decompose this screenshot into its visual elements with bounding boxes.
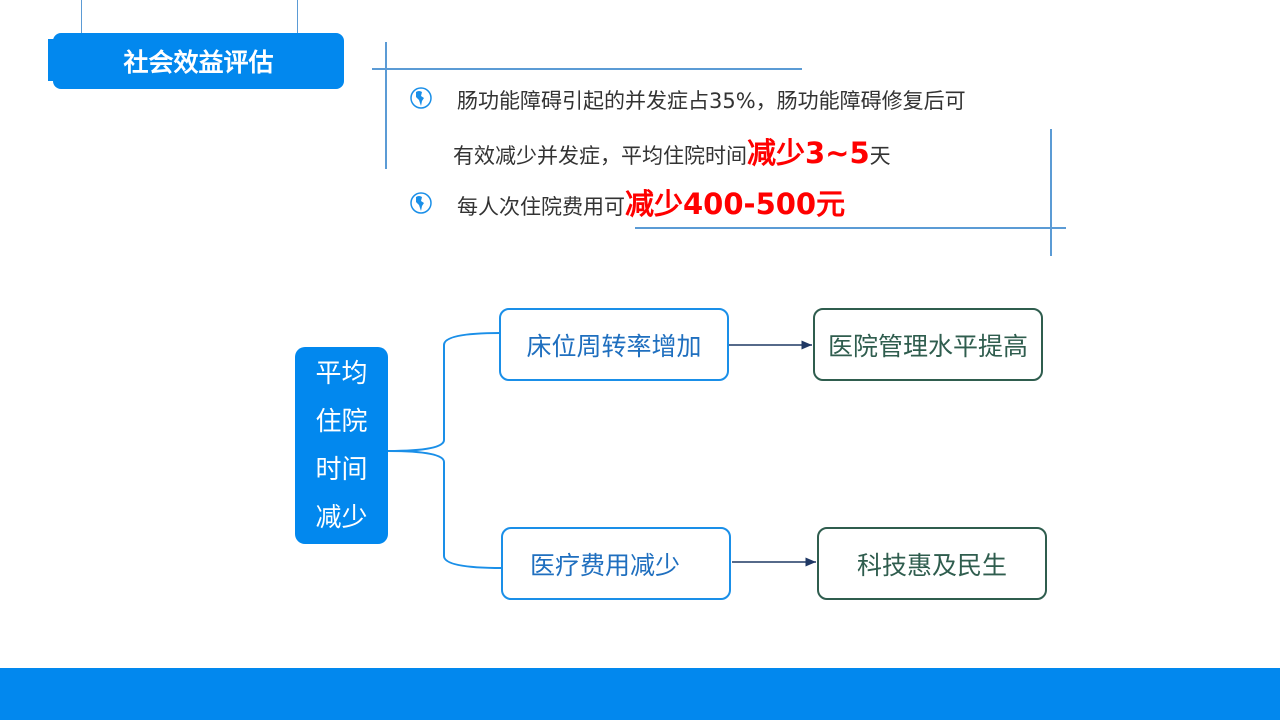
branch-connector bbox=[387, 450, 503, 569]
branch-node: 医疗费用减少 bbox=[501, 527, 731, 600]
title-tab bbox=[48, 39, 56, 81]
footer-bar bbox=[0, 668, 1280, 720]
root-text: 平均 bbox=[315, 358, 368, 389]
root-node: 平均 住院 时间 减少 bbox=[295, 347, 388, 544]
bullet-text-continued: 有效减少并发症，平均住院时间减少3~5天 bbox=[453, 130, 891, 172]
hanger-line bbox=[297, 0, 298, 36]
text: 天 bbox=[869, 144, 891, 168]
hanger-line bbox=[81, 0, 82, 36]
bullet-text: 肠功能障碍引起的并发症占35%，肠功能障碍修复后可 bbox=[457, 89, 966, 113]
frame-line bbox=[372, 68, 802, 70]
root-text: 减少 bbox=[315, 502, 368, 533]
frame-line bbox=[1050, 129, 1052, 256]
result-node: 医院管理水平提高 bbox=[813, 308, 1043, 381]
text: 每人次住院费用可 bbox=[457, 195, 625, 219]
text: 有效减少并发症，平均住院时间 bbox=[453, 144, 747, 168]
globe-icon bbox=[410, 192, 432, 214]
frame-line bbox=[635, 227, 1066, 229]
page-title: 社会效益评估 bbox=[53, 33, 344, 89]
bullet-text: 每人次住院费用可减少400-500元 bbox=[457, 181, 845, 223]
root-text: 时间 bbox=[315, 454, 368, 485]
root-text: 住院 bbox=[315, 406, 368, 437]
highlight-text: 减少3~5 bbox=[747, 136, 870, 170]
branch-connector bbox=[387, 332, 501, 452]
globe-icon bbox=[410, 87, 432, 109]
frame-line bbox=[385, 42, 387, 169]
highlight-text: 减少400-500元 bbox=[625, 187, 846, 221]
result-node: 科技惠及民生 bbox=[817, 527, 1047, 600]
branch-node: 床位周转率增加 bbox=[499, 308, 729, 381]
